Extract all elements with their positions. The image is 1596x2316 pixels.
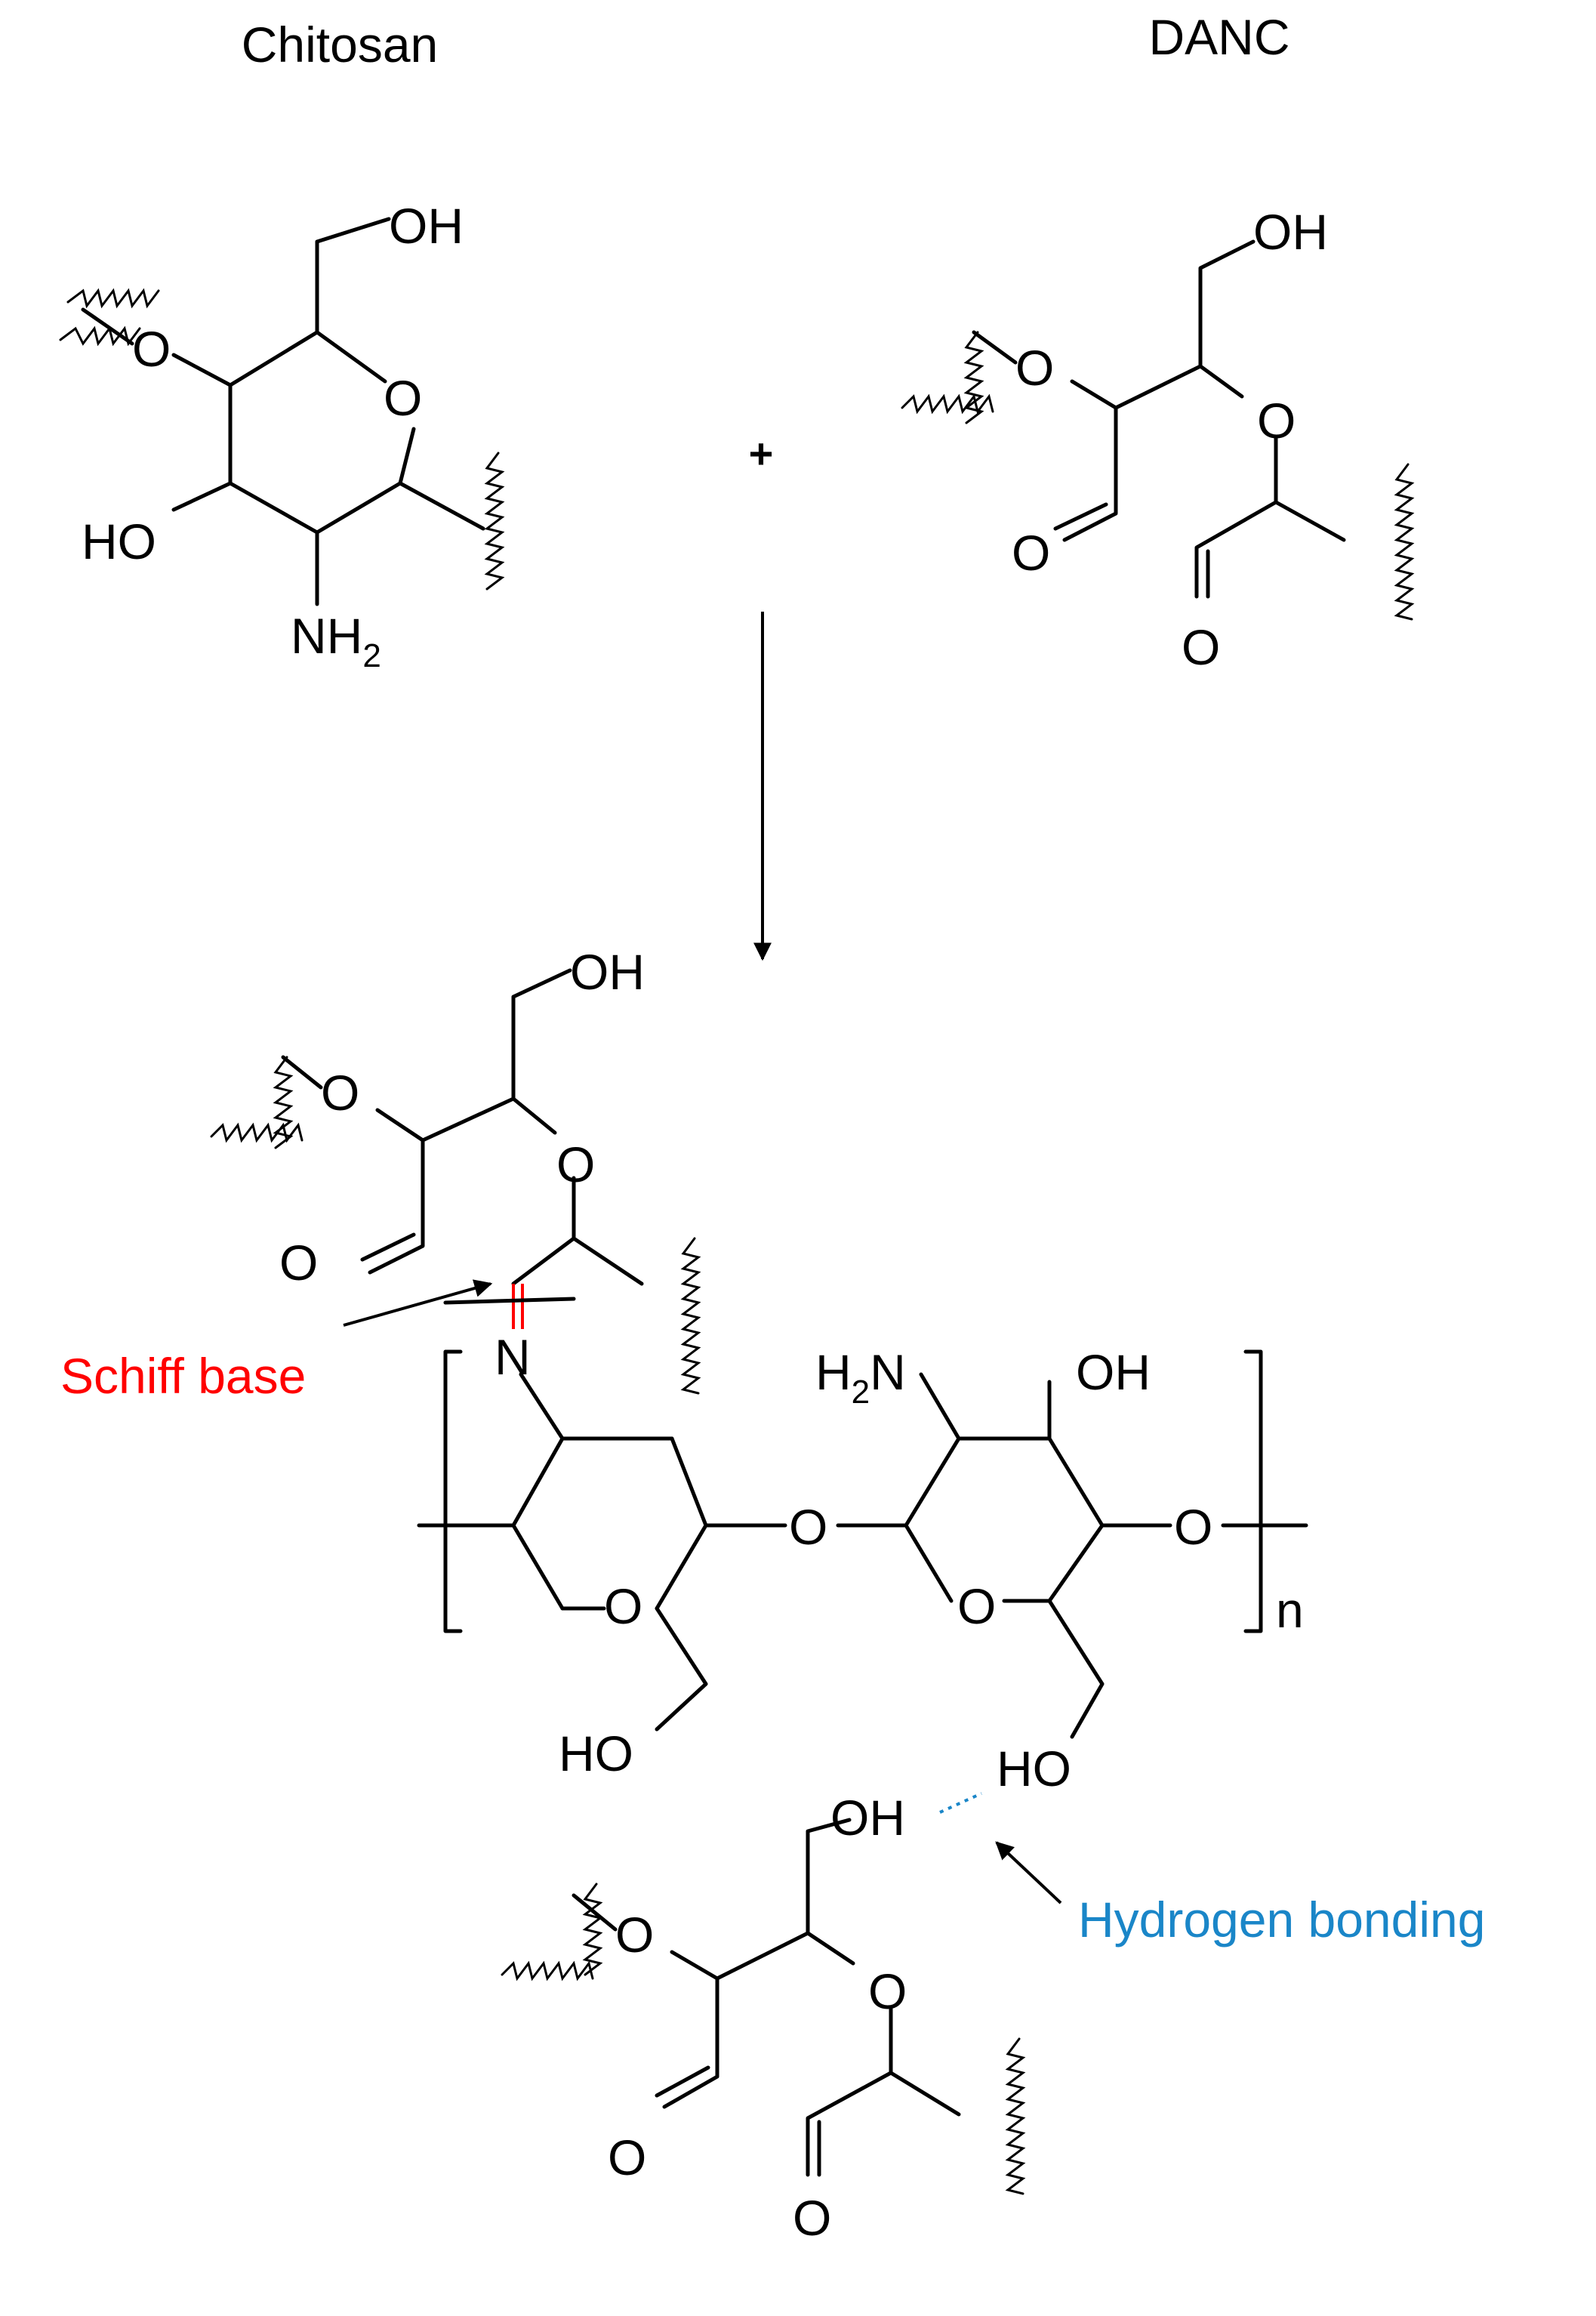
wavy-bond-icon <box>484 452 505 591</box>
schiff-base-arrow <box>343 1279 493 1327</box>
hydrogen-bonding-annotation: Hydrogen bonding <box>995 1841 1485 1947</box>
hydrogen-bonding-arrow <box>995 1841 1062 1904</box>
atom-label: O <box>793 2190 831 2246</box>
atom-label: O <box>132 321 171 377</box>
atom-label: O <box>1012 525 1050 581</box>
product-chitosan-repeat: N O O O O HO HO OH H2N n <box>417 1297 1308 1796</box>
wavy-bond-icon <box>680 1237 701 1395</box>
chitosan-structure: OH O O HO NH2 <box>59 198 505 674</box>
atom-label: OH <box>389 198 464 254</box>
atom-label: O <box>556 1136 595 1192</box>
hydrogen-bonding-label: Hydrogen bonding <box>1078 1892 1485 1947</box>
atom-label: NH2 <box>291 608 381 674</box>
chitosan-title: Chitosan <box>242 17 439 72</box>
atom-label: O <box>321 1065 359 1121</box>
atom-label: O <box>615 1907 654 1963</box>
danc-title: DANC <box>1148 9 1289 65</box>
product-danc-lower: OH O O O O <box>501 1790 1026 2246</box>
wavy-bond-icon <box>1394 463 1415 621</box>
atom-label: O <box>1015 340 1054 396</box>
atom-label: O <box>279 1235 318 1291</box>
atom-label: HO <box>997 1741 1071 1796</box>
atom-label: O <box>604 1578 642 1634</box>
atom-label: O <box>789 1499 827 1555</box>
atom-label: OH <box>830 1790 905 1846</box>
atom-label: HO <box>559 1725 633 1781</box>
atom-label: O <box>957 1578 996 1634</box>
atom-label: O <box>1174 1499 1212 1555</box>
danc-structure: OH O O O O <box>901 204 1415 675</box>
schiff-base-label: Schiff base <box>60 1348 306 1404</box>
wavy-bond-icon <box>210 1056 303 1149</box>
wavy-bond-icon <box>59 288 160 347</box>
atom-label: OH <box>1076 1344 1151 1400</box>
wavy-bond-icon <box>501 1883 603 1981</box>
schiff-base-double-bond <box>512 1284 524 1329</box>
product-danc-upper: OH O O O <box>210 944 701 1395</box>
atom-label: O <box>608 2129 646 2185</box>
hydrogen-bond-dotted <box>939 1792 982 1814</box>
atom-label: O <box>1182 619 1220 675</box>
atom-label: HO <box>82 513 156 569</box>
atom-label: OH <box>1253 204 1328 260</box>
atom-label: O <box>1257 393 1296 449</box>
atom-label: O <box>384 370 422 426</box>
atom-label: H2N <box>815 1344 906 1411</box>
wavy-bond-icon <box>1005 2037 1026 2195</box>
atom-label: OH <box>570 944 645 1000</box>
plus-sign: + <box>749 430 774 477</box>
wavy-bond-icon <box>901 331 994 424</box>
repeat-index: n <box>1276 1582 1304 1638</box>
atom-label: N <box>495 1329 531 1385</box>
atom-label: O <box>868 1963 907 2019</box>
schiff-base-annotation: Schiff base <box>60 1279 493 1404</box>
